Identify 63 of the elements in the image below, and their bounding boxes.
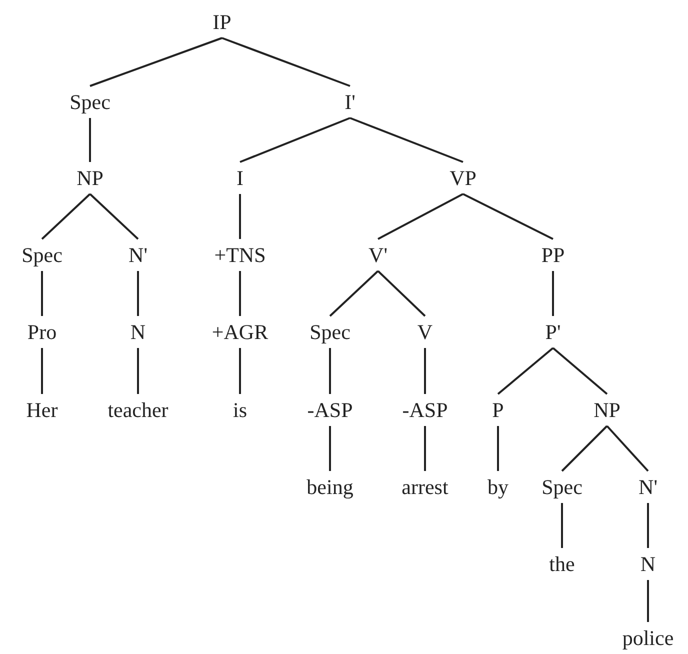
- tree-label: I: [236, 168, 244, 188]
- tree-branch: [350, 117, 464, 163]
- tree-label: by: [488, 476, 508, 498]
- tree-label: -ASP: [402, 400, 448, 420]
- tree-branch: [329, 270, 379, 317]
- tree-branch: [41, 348, 43, 394]
- tree-branch: [606, 425, 649, 472]
- tree-label: +TNS: [214, 244, 266, 266]
- tree-label: Spec: [542, 476, 582, 498]
- tree-label: NP: [76, 168, 104, 188]
- tree-label: Spec: [22, 244, 62, 266]
- tree-label: -ASP: [307, 400, 353, 420]
- tree-label: Spec: [70, 92, 110, 112]
- tree-label: Her: [26, 400, 58, 420]
- tree-label: is: [233, 400, 247, 420]
- tree-branch: [424, 348, 426, 394]
- tree-branch: [497, 426, 499, 471]
- tree-label: arrest: [402, 476, 448, 498]
- tree-branch: [222, 37, 350, 87]
- tree-branch: [647, 503, 649, 548]
- tree-branch: [561, 503, 563, 548]
- tree-label: Spec: [310, 322, 350, 342]
- tree-label: +AGR: [212, 322, 268, 342]
- tree-label: the: [549, 554, 575, 574]
- tree-label: P': [545, 322, 561, 342]
- tree-label: N': [638, 476, 658, 498]
- tree-branch: [424, 426, 426, 471]
- tree-label: police: [622, 628, 674, 648]
- tree-branch: [239, 271, 241, 316]
- tree-label: P: [492, 400, 504, 420]
- tree-label: teacher: [108, 400, 168, 420]
- tree-label: V': [368, 244, 388, 266]
- tree-branch: [552, 271, 554, 316]
- tree-branch: [41, 193, 91, 240]
- tree-branch: [239, 348, 241, 394]
- tree-branch: [378, 193, 464, 240]
- tree-branch: [90, 37, 222, 87]
- tree-label: PP: [541, 244, 565, 266]
- tree-label: being: [306, 476, 354, 498]
- tree-label: I': [344, 92, 356, 112]
- tree-branch: [240, 117, 350, 163]
- tree-label: N: [640, 554, 656, 574]
- tree-branch: [462, 193, 554, 240]
- tree-label: V: [417, 322, 433, 342]
- tree-branch: [329, 426, 331, 471]
- tree-label: N': [128, 244, 148, 266]
- tree-branch: [561, 425, 608, 472]
- tree-label: NP: [594, 400, 620, 420]
- tree-branch: [89, 193, 139, 240]
- tree-label: IP: [212, 12, 232, 32]
- tree-label: Pro: [27, 322, 57, 342]
- tree-branch: [377, 270, 426, 317]
- tree-branch: [137, 348, 139, 394]
- tree-branch: [137, 271, 139, 316]
- tree-label: VP: [450, 168, 476, 188]
- tree-branch: [89, 118, 91, 162]
- tree-branch: [497, 347, 554, 395]
- tree-branch: [329, 348, 331, 394]
- tree-branch: [647, 580, 649, 622]
- tree-branch: [552, 347, 608, 395]
- tree-branch: [41, 271, 43, 316]
- tree-label: N: [130, 322, 146, 342]
- tree-branch: [239, 194, 241, 239]
